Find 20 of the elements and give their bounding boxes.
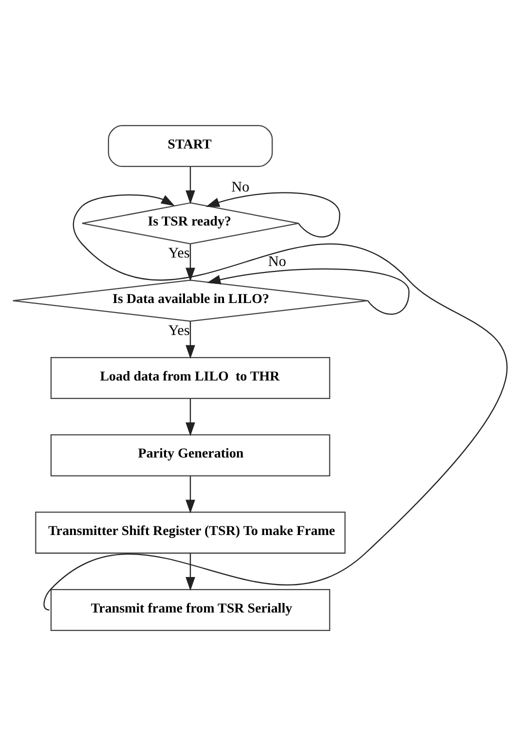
node-box: Transmitter Shift Register (TSR) To make Frame: [35, 512, 346, 554]
arrow: [186, 322, 196, 359]
edge-label: Yes: [168, 246, 190, 262]
node-box: Load data from LILO to THR: [50, 356, 330, 400]
node-box: START: [108, 124, 273, 168]
node-diamond: Is Data available in LILO?: [12, 280, 368, 322]
edge-label: No: [268, 254, 286, 270]
arrow: [186, 476, 196, 514]
node-box: Parity Generation: [50, 434, 330, 476]
arrow: [206, 192, 340, 238]
arrow: [206, 268, 410, 315]
arrow: [186, 554, 196, 591]
arrow: [186, 166, 196, 204]
arrow: [44, 194, 508, 610]
arrow: [186, 244, 196, 282]
node-box: Transmit frame from TSR Serially: [50, 588, 330, 632]
edge-label: Yes: [168, 322, 190, 339]
arrow: [186, 398, 196, 436]
edge-label: No: [231, 179, 250, 196]
node-diamond: Is TSR ready?: [82, 202, 300, 244]
